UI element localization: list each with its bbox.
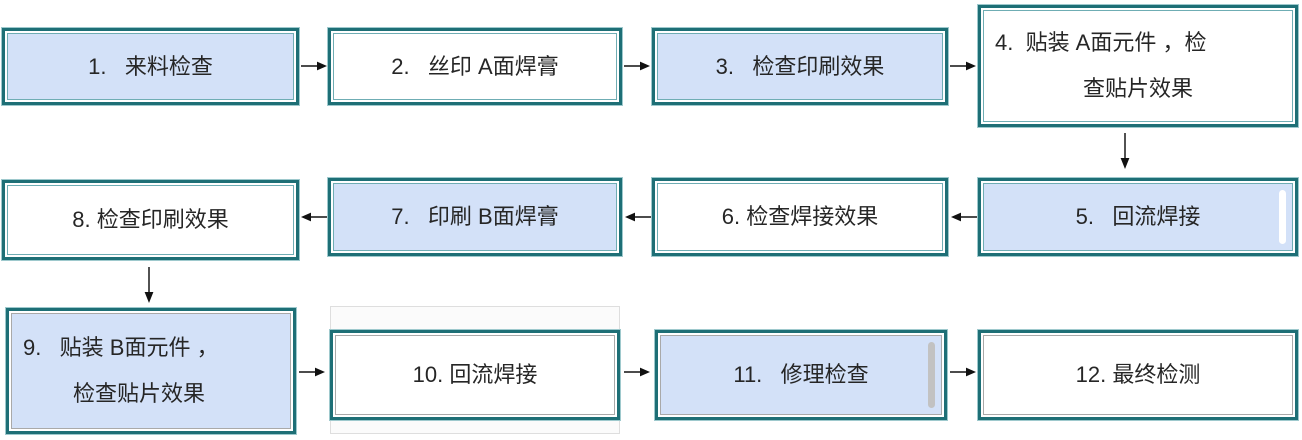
arrow-right-icon [299, 366, 325, 378]
flow-step-11[interactable]: 11. 修理检查 [654, 329, 948, 421]
flow-step-8[interactable]: 8. 检查印刷效果 [1, 179, 300, 261]
bevel-highlight [928, 342, 935, 408]
flow-step-label: 2. 丝印 A面焊膏 [391, 53, 559, 79]
arrow-down-icon [143, 267, 155, 303]
flow-step-label-line1: 9. 贴装 B面元件 ， [23, 335, 219, 360]
flow-step-label: 7. 印刷 B面焊膏 [391, 204, 559, 230]
flow-step-5[interactable]: 5. 回流焊接 [977, 177, 1299, 257]
flow-step-6[interactable]: 6. 检查焊接效果 [651, 177, 949, 257]
arrow-right-icon [301, 60, 327, 72]
flow-step-3[interactable]: 3. 检查印刷效果 [651, 27, 949, 106]
flow-step-label: 11. 修理检查 [733, 362, 869, 388]
arrow-right-icon [950, 60, 976, 72]
arrow-right-icon [950, 366, 976, 378]
flow-step-label: 3. 检查印刷效果 [715, 53, 885, 79]
arrow-left-icon [625, 211, 651, 223]
flow-step-10[interactable]: 10. 回流焊接 [329, 329, 621, 421]
flow-step-label: 1. 来料检查 [88, 53, 213, 79]
arrow-left-icon [301, 211, 327, 223]
flow-step-label-line2: 查贴片效果 [1082, 76, 1193, 101]
flow-step-label: 8. 检查印刷效果 [72, 207, 229, 233]
arrow-down-icon [1119, 133, 1131, 169]
bevel-highlight [1279, 190, 1286, 244]
flow-step-4[interactable]: 4. 贴装 A面元件 ，检 查贴片效果 [977, 4, 1299, 128]
flow-step-label-line1: 4. 贴装 A面元件 ，检 [995, 30, 1207, 55]
flow-step-label: 10. 回流焊接 [412, 362, 538, 388]
flow-step-label: 5. 回流焊接 [1075, 204, 1201, 230]
flow-step-12[interactable]: 12. 最终检测 [977, 329, 1299, 421]
flow-step-7[interactable]: 7. 印刷 B面焊膏 [327, 177, 623, 257]
arrow-left-icon [951, 211, 977, 223]
arrow-right-icon [624, 60, 650, 72]
flow-step-2[interactable]: 2. 丝印 A面焊膏 [327, 27, 623, 106]
flow-step-label: 12. 最终检测 [1075, 362, 1201, 388]
arrow-right-icon [624, 366, 650, 378]
flow-step-label-line2: 检查贴片效果 [73, 381, 206, 406]
flow-step-label: 6. 检查焊接效果 [721, 204, 879, 230]
flow-step-9[interactable]: 9. 贴装 B面元件 ， 检查贴片效果 [5, 307, 297, 435]
flow-step-1[interactable]: 1. 来料检查 [1, 27, 300, 106]
